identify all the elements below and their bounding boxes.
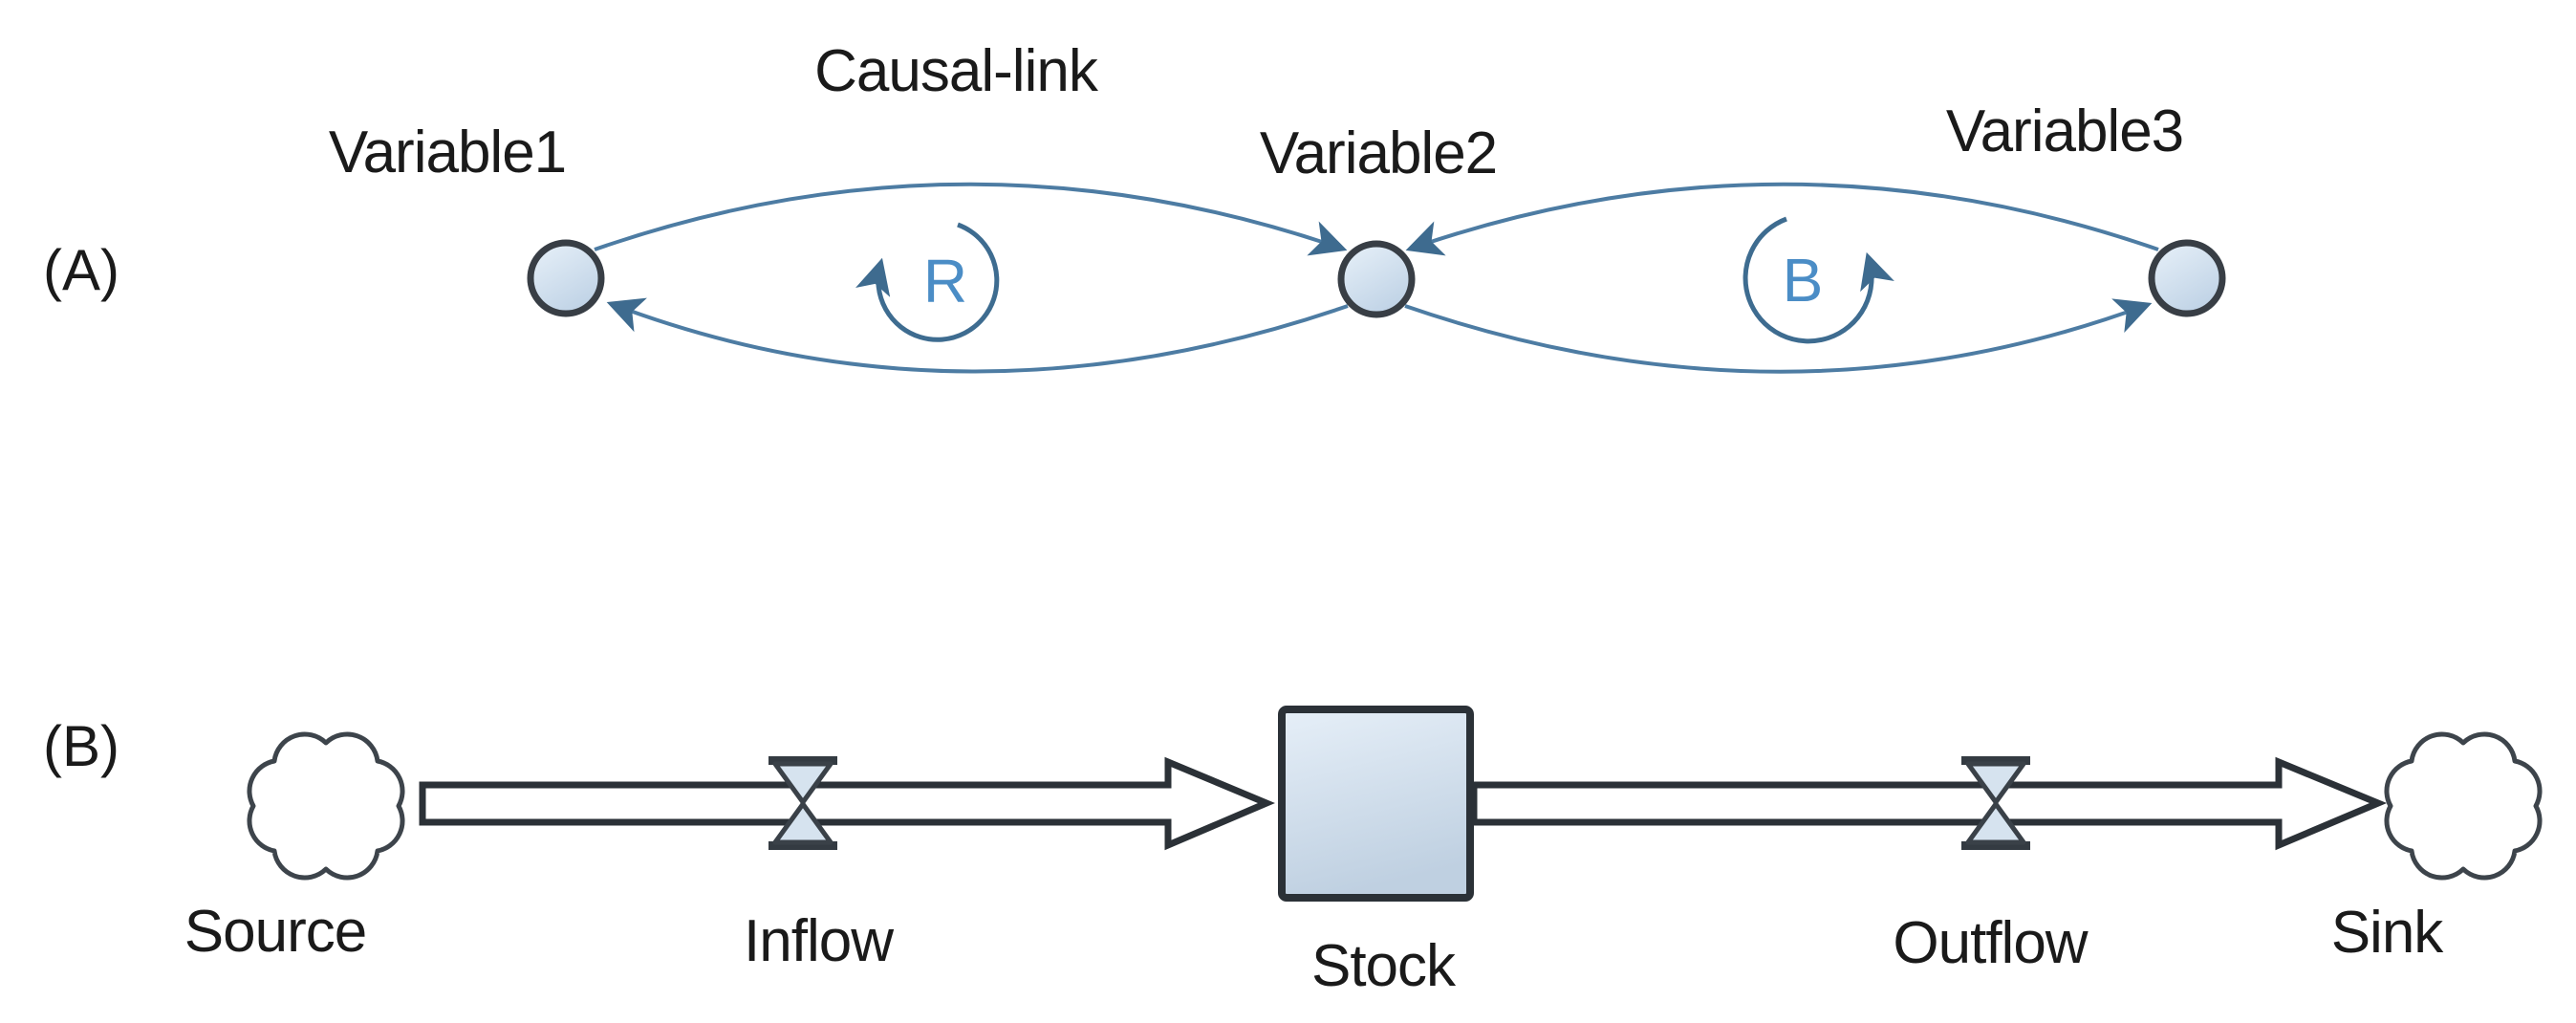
variable2-node [1337,240,1416,318]
reinforcing-loop-symbol: R [923,247,967,316]
variable3-node [2148,239,2226,317]
variable2-label: Variable2 [1260,120,1497,186]
outflow-valve-icon [1961,756,2030,850]
balancing-loop-arrow-icon [1743,216,1894,344]
variable1-label: Variable1 [329,120,566,185]
variable1-node [527,239,605,317]
panel-a-tag: (A) [43,238,119,302]
sink-cloud-icon [2384,731,2543,881]
reinforcing-loop-arrow-icon [855,222,1000,342]
stock-label: Stock [1311,933,1457,999]
sink-label: Sink [2331,900,2445,966]
causal-link-v3-to-v2 [1405,182,2159,256]
causal-link-v2-to-v3 [1404,298,2153,374]
causal-link-label: Causal-link [814,38,1099,104]
inflow-pipe-arrow [419,756,1275,851]
causal-link-v1-to-v2 [594,182,1348,256]
stock-rect [1278,706,1474,902]
inflow-label: Inflow [744,908,894,974]
source-label: Source [184,899,366,965]
inflow-valve-icon [768,756,837,850]
outflow-label: Outflow [1893,910,2088,976]
panel-b-tag: (B) [43,714,119,778]
source-cloud-icon [247,731,405,881]
causal-link-v2-to-v1 [606,297,1349,374]
variable3-label: Variable3 [1946,98,2183,164]
outflow-pipe-arrow [1470,756,2388,851]
balancing-loop-symbol: B [1783,246,1824,315]
